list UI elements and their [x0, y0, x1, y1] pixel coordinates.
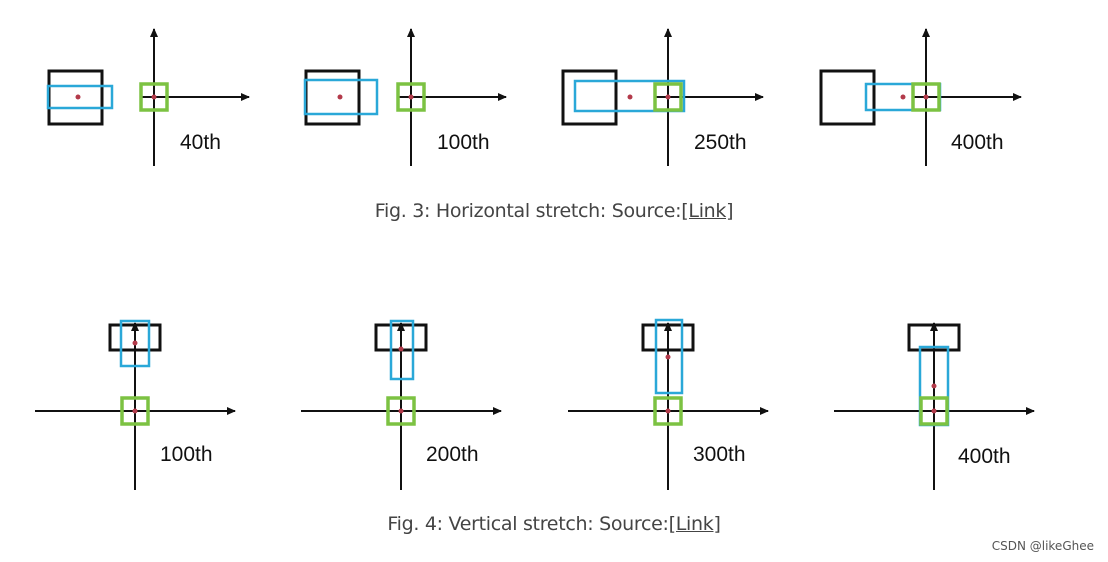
anchor-box: [641, 323, 695, 352]
center-dot: [900, 94, 906, 100]
origin-dot: [408, 94, 414, 100]
center-dot: [75, 94, 81, 100]
target-box: [396, 82, 426, 112]
center-dot: [337, 94, 343, 100]
fig4-source-link[interactable]: [Link]: [668, 513, 721, 535]
panel-label: 400th: [951, 131, 1004, 154]
center-dot: [132, 340, 138, 346]
fig3-caption-text: Fig. 3: Horizontal stretch: Source:: [374, 200, 682, 222]
target-box: [120, 396, 150, 426]
fig4-diagram: 100th 200th 300th 400th: [35, 318, 1035, 490]
target-box: [386, 396, 416, 426]
origin-dot: [665, 408, 671, 414]
target-box: [653, 82, 683, 112]
fig4-panel: 400th: [834, 322, 1035, 490]
anchor-box: [47, 69, 104, 126]
origin-dot: [665, 94, 671, 100]
anchor-box: [561, 69, 618, 126]
fig4-panel: 300th: [568, 318, 769, 490]
panel-label: 400th: [958, 445, 1011, 468]
fig4-caption: Fig. 4: Vertical stretch: Source:[Link]: [0, 513, 1108, 535]
fig3-panel: 400th: [819, 28, 1022, 166]
target-box: [919, 396, 949, 426]
panel-label: 250th: [694, 131, 747, 154]
center-dot: [398, 346, 404, 352]
stretched-box: [573, 79, 686, 113]
stretched-box: [119, 319, 151, 368]
fig3-caption: Fig. 3: Horizontal stretch: Source:[Link…: [0, 200, 1108, 222]
center-dot: [665, 354, 671, 360]
stretched-box: [46, 84, 114, 110]
watermark: CSDN @likeGhee: [991, 539, 1094, 553]
anchor-box: [819, 69, 876, 126]
fig4-panel: 200th: [301, 319, 502, 490]
center-dot: [931, 383, 937, 389]
panel-label: 100th: [437, 131, 490, 154]
panel-label: 300th: [693, 443, 746, 466]
origin-dot: [398, 408, 404, 414]
target-box: [139, 82, 169, 112]
panel-label: 100th: [160, 443, 213, 466]
stretched-box: [303, 78, 379, 116]
target-box: [653, 396, 683, 426]
origin-dot: [931, 408, 937, 414]
origin-dot: [132, 408, 138, 414]
fig3-diagram: 40th 100th 250th 400th: [46, 28, 1022, 166]
fig3-panel: 250th: [561, 28, 764, 166]
fig4-panel: 100th: [35, 319, 236, 490]
target-box: [911, 82, 941, 112]
origin-dot: [923, 94, 929, 100]
fig3-source-link[interactable]: [Link]: [681, 200, 734, 222]
fig4-caption-text: Fig. 4: Vertical stretch: Source:: [387, 513, 669, 535]
panel-label: 200th: [426, 443, 479, 466]
origin-dot: [151, 94, 157, 100]
anchor-box: [108, 323, 162, 352]
stretched-box: [654, 318, 684, 395]
panel-label: 40th: [180, 131, 221, 154]
stretched-box: [389, 319, 415, 381]
anchor-box: [907, 323, 961, 352]
fig3-panel: 100th: [303, 28, 507, 166]
center-dot: [627, 94, 633, 100]
fig3-panel: 40th: [46, 28, 250, 166]
